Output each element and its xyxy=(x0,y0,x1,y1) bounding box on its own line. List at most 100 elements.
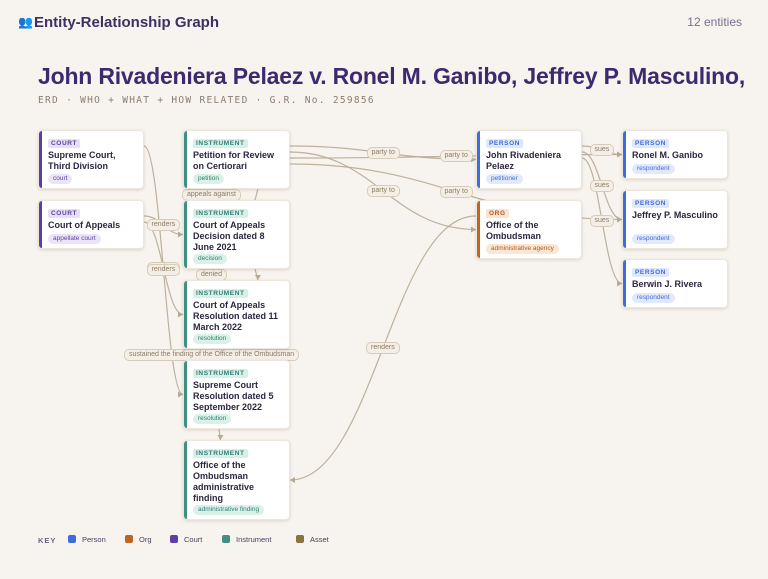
node-sc-resolution[interactable]: INSTRUMENT Supreme Court Resolution date… xyxy=(183,360,290,429)
node-role-pill: decision xyxy=(193,254,227,264)
node-label: Supreme Court, Third Division xyxy=(48,150,116,171)
node-ca-resolution[interactable]: INSTRUMENT Court of Appeals Resolution d… xyxy=(183,280,290,349)
node-type-bar xyxy=(184,441,187,519)
node-type-badge: PERSON xyxy=(632,199,670,208)
legend-label: Asset xyxy=(310,535,329,544)
entity-count: 12 entities xyxy=(687,15,742,29)
legend-swatch xyxy=(68,535,76,543)
node-type-badge: COURT xyxy=(48,139,81,148)
edge-arrowhead xyxy=(617,216,622,223)
legend-label: Org xyxy=(139,535,152,544)
legend-swatch xyxy=(170,535,178,543)
node-role-pill: respondent xyxy=(632,293,675,303)
legend-swatch xyxy=(222,535,230,543)
edge-arrowhead xyxy=(178,391,183,398)
node-petition[interactable]: INSTRUMENT Petition for Review on Certio… xyxy=(183,130,290,189)
node-type-bar xyxy=(39,131,42,188)
edge-label: appeals against xyxy=(181,188,241,201)
node-type-badge: INSTRUMENT xyxy=(193,369,248,378)
legend-label: Person xyxy=(82,535,106,544)
node-respondent-masculino[interactable]: PERSON Jeffrey P. Masculino respondent xyxy=(622,190,728,249)
node-type-badge: COURT xyxy=(48,209,81,218)
edge-label: sues xyxy=(589,214,615,227)
edge-arrowhead xyxy=(290,477,295,483)
edge-label: party to xyxy=(366,146,400,159)
node-ca-decision[interactable]: INSTRUMENT Court of Appeals Decision dat… xyxy=(183,200,290,269)
legend-label: Court xyxy=(184,535,203,544)
node-type-badge: PERSON xyxy=(486,139,524,148)
node-label: Supreme Court Resolution dated 5 Septemb… xyxy=(193,380,274,412)
node-type-bar xyxy=(623,260,626,307)
node-role-pill: petitioner xyxy=(486,174,523,184)
edge-label: renders xyxy=(146,264,181,277)
node-role-pill: court xyxy=(48,174,73,184)
node-type-bar xyxy=(623,191,626,248)
page-subtitle: ERD · WHO + WHAT + HOW RELATED · G.R. No… xyxy=(38,95,375,106)
edge-arrowhead xyxy=(178,231,183,238)
node-supreme-court[interactable]: COURT Supreme Court, Third Division cour… xyxy=(38,130,144,189)
node-ombudsman-finding[interactable]: INSTRUMENT Office of the Ombudsman admin… xyxy=(183,440,290,520)
edge-label: party to xyxy=(439,150,473,163)
legend-swatch xyxy=(125,535,133,543)
node-label: John Rivadeniera Pelaez xyxy=(486,150,562,171)
node-petitioner[interactable]: PERSON John Rivadeniera Pelaez petitione… xyxy=(476,130,582,189)
legend-item-instrument: Instrument xyxy=(222,535,271,544)
legend-item-asset: Asset xyxy=(296,535,329,544)
legend-label: Instrument xyxy=(236,535,272,544)
node-court-of-appeals[interactable]: COURT Court of Appeals appellate court xyxy=(38,200,144,249)
node-label: Berwin J. Rivera xyxy=(632,279,703,289)
node-role-pill: resolution xyxy=(193,334,232,344)
node-type-badge: PERSON xyxy=(632,268,670,277)
edge-label: sues xyxy=(589,144,615,157)
page-title: John Rivadeniera Pelaez v. Ronel M. Gani… xyxy=(38,63,750,89)
node-type-badge: INSTRUMENT xyxy=(193,139,248,148)
node-respondent-rivera[interactable]: PERSON Berwin J. Rivera respondent xyxy=(622,259,728,308)
node-type-bar xyxy=(184,201,187,268)
legend-swatch xyxy=(296,535,304,543)
edge-label: sues xyxy=(589,179,615,192)
node-type-bar xyxy=(477,131,480,188)
node-type-bar xyxy=(184,361,187,428)
node-respondent-ganibo[interactable]: PERSON Ronel M. Ganibo respondent xyxy=(622,130,728,179)
node-type-bar xyxy=(184,131,187,188)
header-bar: 👥 Entity-Relationship Graph 12 entities xyxy=(0,0,768,42)
legend-item-person: Person xyxy=(68,535,106,544)
node-label: Court of Appeals Decision dated 8 June 2… xyxy=(193,220,266,252)
node-label: Office of the Ombudsman xyxy=(486,220,542,241)
node-type-bar xyxy=(39,201,42,248)
edge-arrowhead xyxy=(217,435,224,440)
node-label: Ronel M. Ganibo xyxy=(632,150,703,160)
legend-item-court: Court xyxy=(170,535,202,544)
node-label: Jeffrey P. Masculino xyxy=(632,210,718,220)
node-label: Petition for Review on Certiorari xyxy=(193,150,275,171)
node-type-bar xyxy=(477,201,480,258)
node-role-pill: appellate court xyxy=(48,234,101,244)
people-icon: 👥 xyxy=(18,15,33,29)
edge-label: renders xyxy=(366,341,400,354)
edge-arrowhead xyxy=(254,275,261,280)
node-type-badge: PERSON xyxy=(632,139,670,148)
node-label: Office of the Ombudsman administrative f… xyxy=(193,460,255,503)
node-ombudsman-org[interactable]: ORG Office of the Ombudsman administrati… xyxy=(476,200,582,259)
app-title: Entity-Relationship Graph xyxy=(34,14,220,31)
edge-arrowhead xyxy=(471,226,476,233)
node-role-pill: petition xyxy=(193,174,224,184)
node-role-pill: respondent xyxy=(632,164,675,174)
legend-item-org: Org xyxy=(125,535,152,544)
node-type-badge: INSTRUMENT xyxy=(193,449,248,458)
node-type-bar xyxy=(623,131,626,178)
node-role-pill: respondent xyxy=(632,234,675,244)
node-role-pill: administrative finding xyxy=(193,505,265,515)
legend-title: KEY xyxy=(38,536,57,545)
edge-label: party to xyxy=(366,184,400,197)
edge-arrowhead xyxy=(178,311,183,318)
edge-label: sustained the finding of the Office of t… xyxy=(123,348,300,361)
node-type-badge: INSTRUMENT xyxy=(193,289,248,298)
edge-label: denied xyxy=(195,268,227,281)
edge-arrowhead xyxy=(617,151,622,158)
edge-label: renders xyxy=(146,219,181,232)
node-label: Court of Appeals xyxy=(48,220,121,230)
node-role-pill: administrative agency xyxy=(486,244,559,254)
node-role-pill: resolution xyxy=(193,414,232,424)
edge-arrowhead xyxy=(617,280,622,287)
